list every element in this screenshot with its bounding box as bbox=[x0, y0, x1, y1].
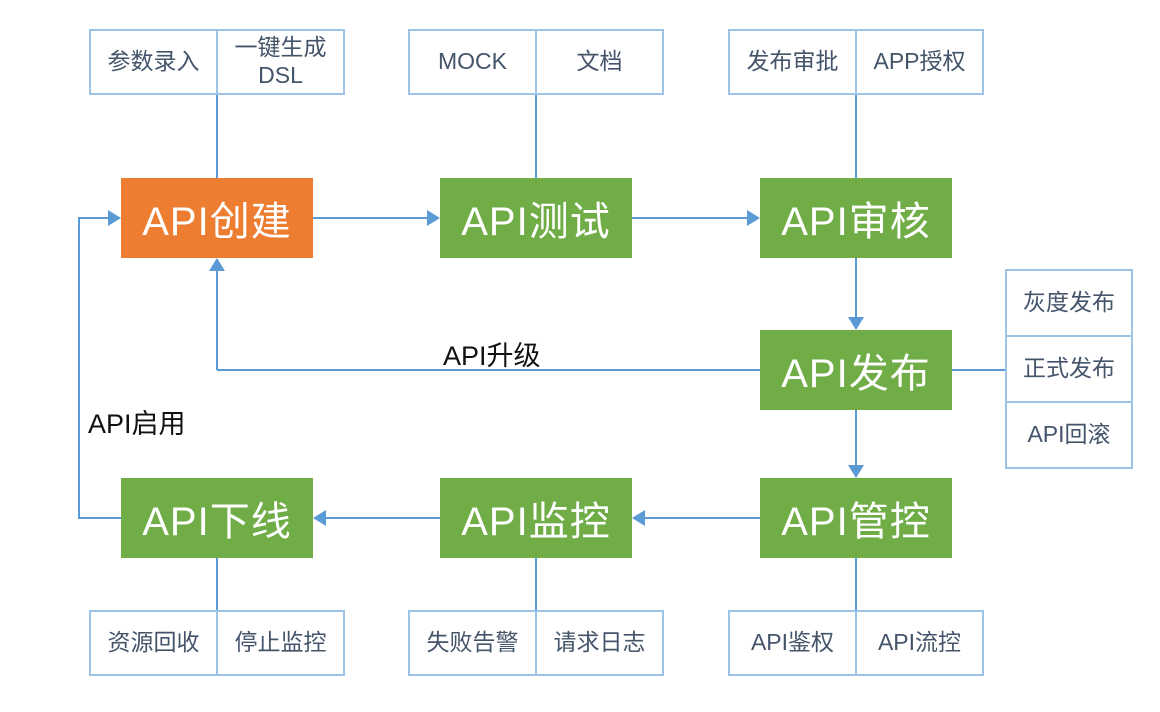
connector-create-to-test bbox=[313, 217, 428, 219]
detail-cell: 灰度发布 bbox=[1023, 289, 1115, 316]
connector-monitor-to-monitorbox bbox=[535, 558, 537, 610]
connector-control-to-monitor bbox=[645, 517, 760, 519]
detail-cell: 资源回收 bbox=[107, 629, 200, 656]
connector-enable-bottom bbox=[78, 517, 121, 519]
connector-upgrade-horizontal bbox=[217, 369, 760, 371]
arrowhead-right-icon bbox=[427, 210, 440, 226]
node-api-test: API测试 bbox=[440, 178, 632, 258]
detail-cell: API鉴权 bbox=[750, 629, 835, 656]
detail-cell: 文档 bbox=[535, 31, 662, 93]
connector-publish-to-publishbox bbox=[952, 369, 1005, 371]
edge-label-api-upgrade: API升级 bbox=[443, 341, 541, 371]
detail-cell: API回滚 bbox=[1007, 401, 1131, 467]
connector-control-to-controlbox bbox=[855, 558, 857, 610]
node-api-monitor: API监控 bbox=[440, 478, 632, 558]
node-api-offline: API下线 bbox=[121, 478, 313, 558]
node-api-review: API审核 bbox=[760, 178, 952, 258]
edge-label-api-enable: API启用 bbox=[88, 409, 186, 439]
detail-cell: API流控 bbox=[855, 612, 982, 674]
detail-cell: 一键生成DSL bbox=[216, 31, 343, 93]
arrowhead-left-icon bbox=[632, 510, 645, 526]
detail-box-test: MOCK 文档 bbox=[408, 29, 664, 95]
detail-cell: 失败告警 bbox=[426, 629, 519, 656]
node-api-create: API创建 bbox=[121, 178, 313, 258]
detail-cell: 停止监控 bbox=[216, 612, 343, 674]
detail-box-publish: 灰度发布 正式发布 API回滚 bbox=[1005, 269, 1133, 469]
detail-cell: 正式发布 bbox=[1007, 335, 1131, 401]
arrowhead-right-icon bbox=[747, 210, 760, 226]
detail-cell: 请求日志 bbox=[535, 612, 662, 674]
arrowhead-down-icon bbox=[848, 465, 864, 478]
detail-cell: MOCK bbox=[438, 48, 507, 75]
connector-monitor-to-offline bbox=[326, 517, 440, 519]
connector-review-to-publish bbox=[855, 258, 857, 318]
connector-enable-vertical bbox=[78, 217, 80, 519]
connector-reviewbox-to-review bbox=[855, 95, 857, 178]
node-api-publish: API发布 bbox=[760, 330, 952, 410]
detail-box-create: 参数录入 一键生成DSL bbox=[89, 29, 345, 95]
connector-test-to-review bbox=[632, 217, 747, 219]
detail-cell: 发布审批 bbox=[746, 48, 839, 75]
connector-testbox-to-test bbox=[535, 95, 537, 178]
detail-cell: APP授权 bbox=[855, 31, 982, 93]
connector-offline-to-offlinebox bbox=[216, 558, 218, 610]
arrowhead-down-icon bbox=[848, 317, 864, 330]
connector-publish-to-control bbox=[855, 410, 857, 465]
connector-enable-top bbox=[78, 217, 108, 219]
detail-box-review: 发布审批 APP授权 bbox=[728, 29, 984, 95]
connector-createbox-to-create bbox=[216, 95, 218, 178]
detail-cell: 参数录入 bbox=[107, 48, 200, 75]
node-api-control: API管控 bbox=[760, 478, 952, 558]
connector-upgrade-vertical bbox=[216, 270, 218, 370]
arrowhead-up-icon bbox=[209, 258, 225, 271]
arrowhead-left-icon bbox=[313, 510, 326, 526]
detail-box-control: API鉴权 API流控 bbox=[728, 610, 984, 676]
detail-box-offline: 资源回收 停止监控 bbox=[89, 610, 345, 676]
detail-box-monitor: 失败告警 请求日志 bbox=[408, 610, 664, 676]
arrowhead-right-icon bbox=[108, 210, 121, 226]
